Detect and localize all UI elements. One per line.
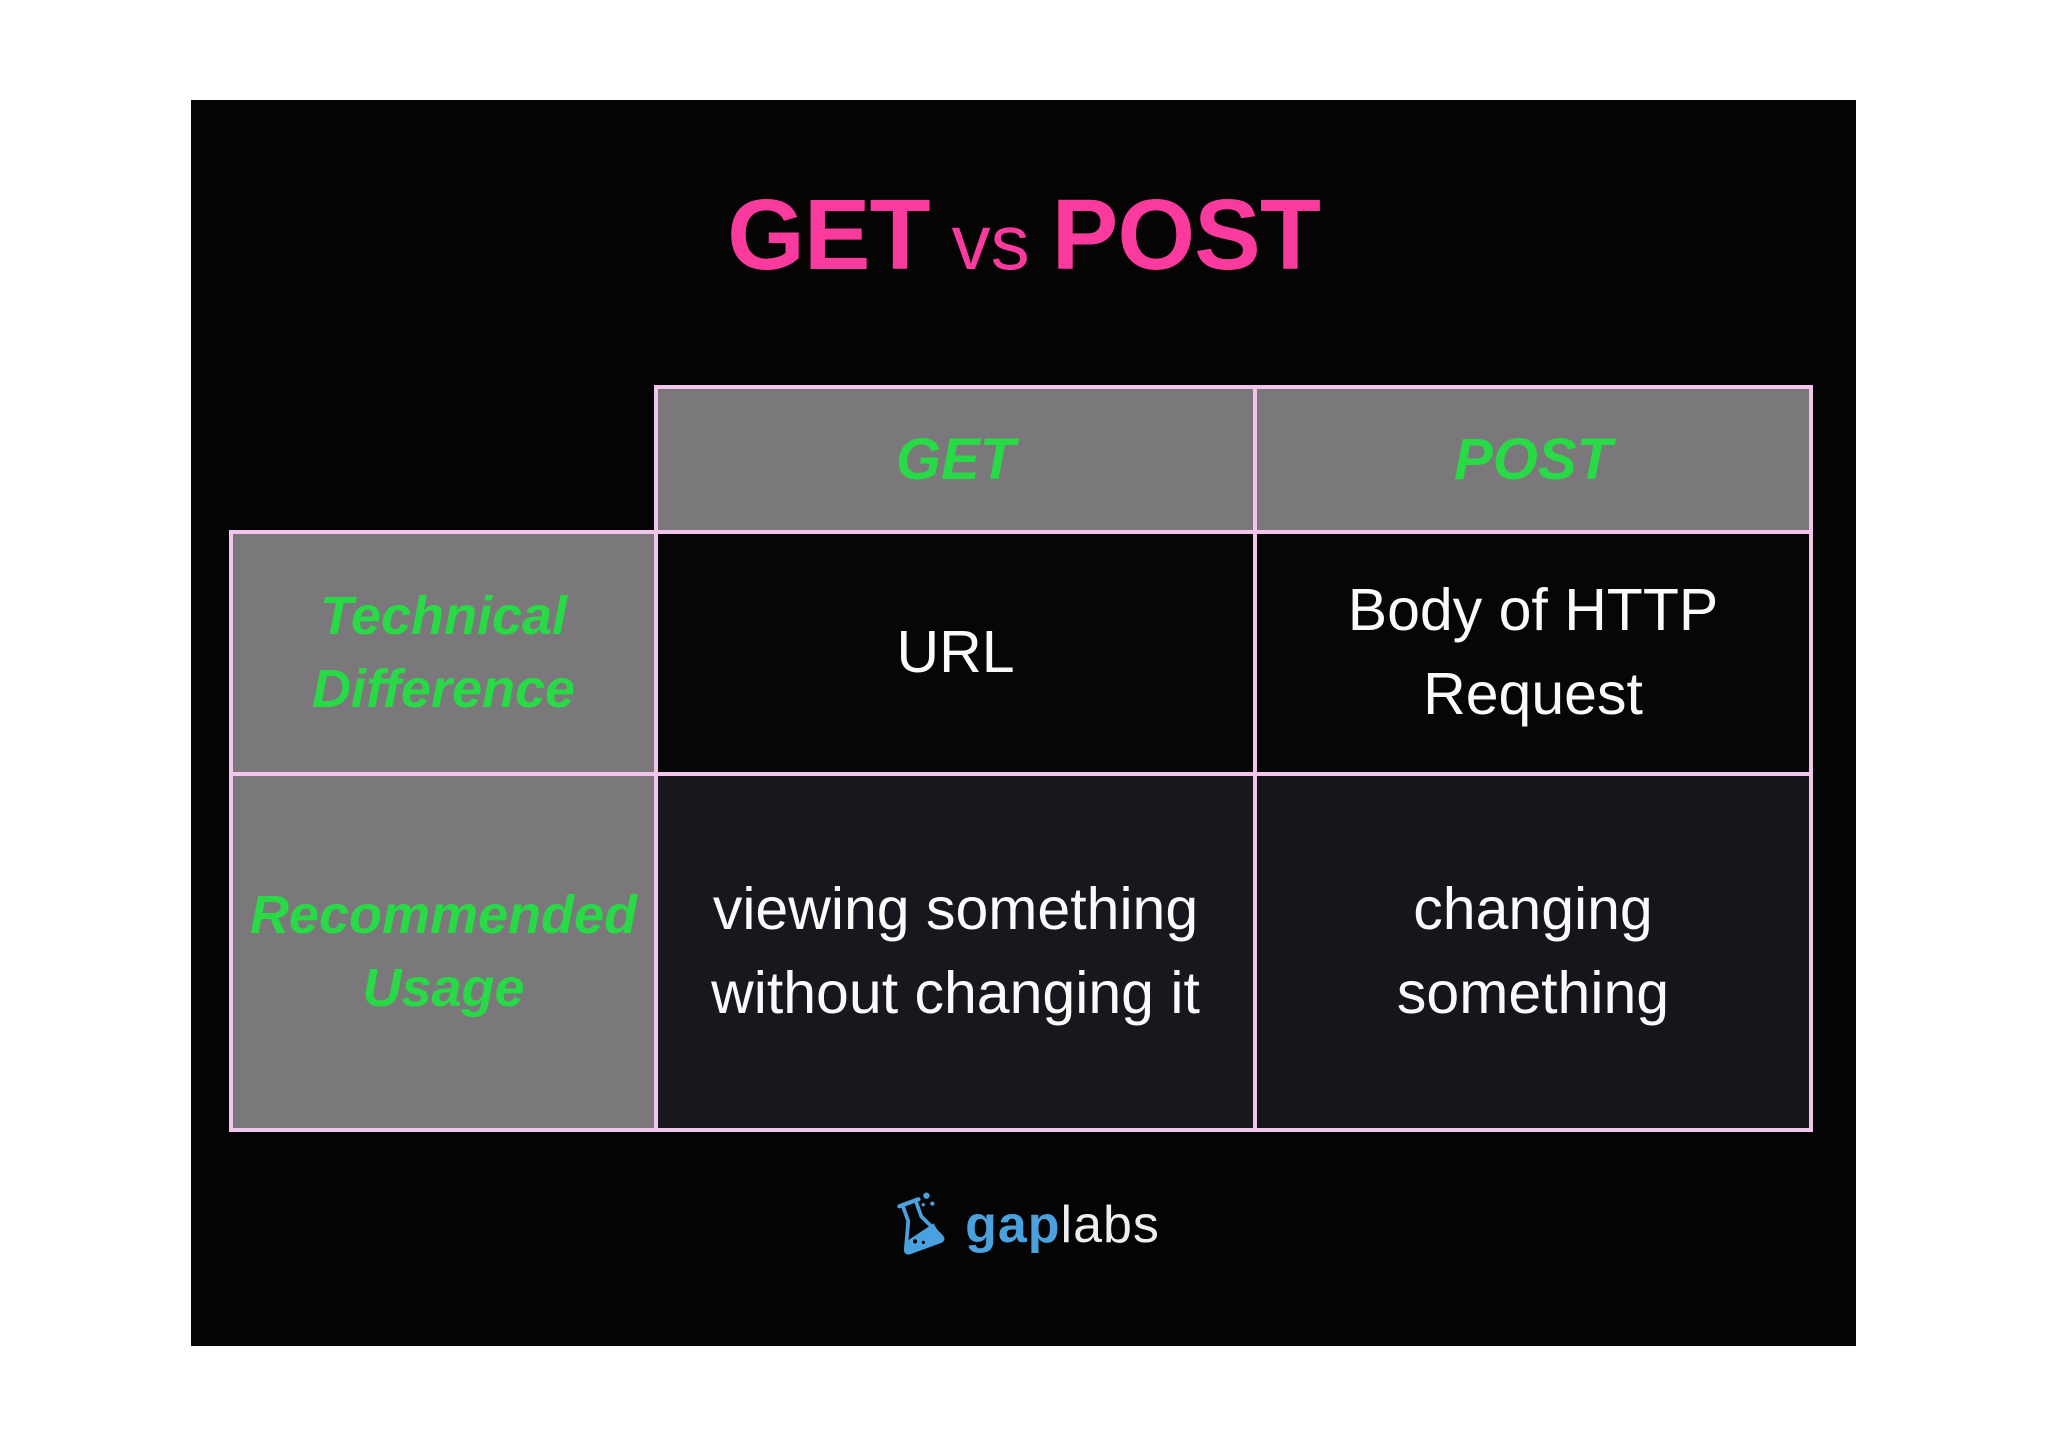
- row-header-recommended-usage: Recommended Usage: [229, 772, 654, 1132]
- brand-logo: gap labs: [191, 1175, 1856, 1275]
- column-header-post: POST: [1253, 385, 1813, 530]
- cell-post-recommended-usage: changing something: [1253, 772, 1813, 1132]
- title-post: POST: [1051, 179, 1321, 291]
- title-vs: vs: [951, 198, 1030, 286]
- cell-get-recommended-usage: viewing something without changing it: [654, 772, 1253, 1132]
- cell-get-technical-difference: URL: [654, 530, 1253, 772]
- column-header-get: GET: [654, 385, 1253, 530]
- row-header-technical-difference: Technical Difference: [229, 530, 654, 772]
- brand-text-gap: gap: [965, 1196, 1061, 1254]
- title-get: GET: [727, 179, 931, 291]
- brand-wordmark: gap labs: [965, 1195, 1160, 1255]
- flask-icon: [897, 1192, 945, 1255]
- comparison-table: GET POST Technical Difference URL Body o…: [229, 385, 1813, 1132]
- infographic-card: GET vs POST GET POST Technical Differenc…: [191, 100, 1856, 1346]
- brand-text-labs: labs: [1060, 1196, 1160, 1254]
- cell-post-technical-difference: Body of HTTP Request: [1253, 530, 1813, 772]
- page-title: GET vs POST: [191, 178, 1856, 293]
